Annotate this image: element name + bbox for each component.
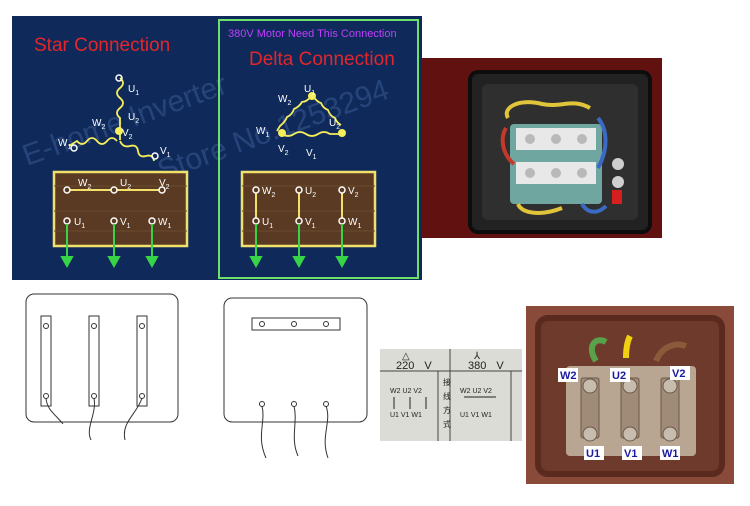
star-terminal-board xyxy=(52,170,189,248)
star-output-arrows xyxy=(60,224,159,269)
star-label-w1: W1 xyxy=(58,138,71,151)
photo-terminal-labels: W2 U2 V2 U1 V1 W1 xyxy=(558,366,690,460)
star-board-w2: W2 xyxy=(78,178,91,191)
delta-label-u1: U1 xyxy=(304,84,315,97)
delta-label-w1: W1 xyxy=(256,126,269,139)
side-text-2: 线 xyxy=(443,391,451,401)
photo-label-w1: W1 xyxy=(662,448,679,460)
star-wiring-sketch xyxy=(25,292,185,442)
connection-diagram-panel: E-home Inverter Store No.1253294 Star Co… xyxy=(12,16,422,280)
terminal-photo-canvas: W2 U2 V2 U1 V1 W1 xyxy=(526,306,734,484)
delta-highlight-border xyxy=(218,19,419,279)
side-text-3: 方 xyxy=(443,405,451,415)
star-label-v1: V1 xyxy=(160,146,171,159)
delta-board-w1: W1 xyxy=(348,217,361,230)
delta-wiring-sketch xyxy=(222,296,382,466)
star-board-v2: V2 xyxy=(159,178,170,191)
delta-connection-title: Delta Connection xyxy=(249,49,395,70)
delta-board-u2: U2 xyxy=(305,186,316,199)
nameplate-right-top: W2 U2 V2 xyxy=(460,388,492,395)
star-label-u1: U1 xyxy=(128,84,139,97)
delta-symbol: △ xyxy=(402,351,410,362)
delta-output-arrows xyxy=(249,224,349,269)
star-connection-title: Star Connection xyxy=(34,35,170,56)
photo-label-w2: W2 xyxy=(560,370,577,382)
star-symbol: ⅄ xyxy=(473,351,481,362)
side-text-1: 接 xyxy=(443,377,451,387)
delta-label-v1: V1 xyxy=(306,148,317,161)
delta-label-u2: U2 xyxy=(329,118,340,131)
delta-board-w2: W2 xyxy=(262,186,275,199)
side-text-4: 式 xyxy=(443,419,451,429)
photo-label-v2: V2 xyxy=(672,368,685,380)
star-label-u2: U2 xyxy=(128,112,139,125)
photo-label-u1: U1 xyxy=(586,448,600,460)
junction-box-photo xyxy=(422,58,662,238)
delta-board-v2: V2 xyxy=(348,186,359,199)
photo-label-v1: V1 xyxy=(624,448,637,460)
connection-diagram-canvas: E-home Inverter Store No.1253294 Star Co… xyxy=(18,19,419,279)
star-label-v2: V2 xyxy=(122,128,133,141)
delta-board-v1: V1 xyxy=(305,217,316,230)
star-label-w2: W2 xyxy=(92,118,105,131)
delta-board-u1: U1 xyxy=(262,217,273,230)
nameplate-right-bottom: U1 V1 W1 xyxy=(460,412,492,419)
star-board-v1: V1 xyxy=(120,217,131,230)
star-board-u2: U2 xyxy=(120,178,131,191)
terminal-board-photo: W2 U2 V2 U1 V1 W1 xyxy=(526,306,734,484)
380v-note: 380V Motor Need This Connection xyxy=(228,28,397,40)
star-symbol xyxy=(68,74,159,162)
nameplate-left-top: W2 U2 V2 xyxy=(390,388,422,395)
delta-label-v2: V2 xyxy=(278,144,289,157)
nameplate-left-bottom: U1 V1 W1 xyxy=(390,412,422,419)
delta-symbol xyxy=(276,92,346,137)
delta-terminal-board xyxy=(240,170,377,248)
delta-label-w2: W2 xyxy=(278,94,291,107)
star-board-w1: W1 xyxy=(158,217,171,230)
photo-label-u2: U2 xyxy=(612,370,626,382)
star-board-u1: U1 xyxy=(74,217,85,230)
